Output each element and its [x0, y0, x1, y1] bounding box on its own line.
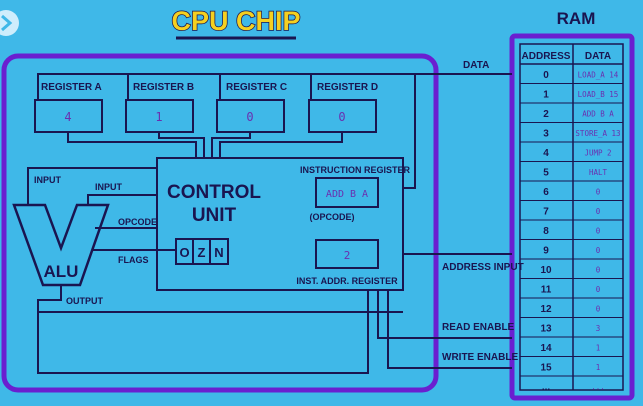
ram-address-cell: 9	[543, 246, 549, 257]
register-a-label: REGISTER A	[41, 82, 102, 93]
ram-table-frame	[519, 43, 624, 391]
alu-wires	[27, 167, 403, 374]
ram-data-cell: LOAD_A 14	[578, 71, 619, 80]
alu-label: ALU	[44, 262, 79, 281]
register-b-value: 1	[155, 110, 162, 124]
ram-title: RAM	[557, 9, 596, 28]
instruction-register-label: INSTRUCTION REGISTER	[300, 165, 411, 175]
ram-data-cell: 0	[596, 207, 601, 216]
register-bus-wires	[37, 73, 512, 189]
alu-output-label: OUTPUT	[66, 296, 104, 306]
ram-address-cell: 13	[540, 324, 552, 335]
register-c-value: 0	[246, 110, 253, 124]
ram-col-address: ADDRESS	[522, 51, 571, 62]
ram-data-cell: 1	[596, 363, 601, 372]
read-enable-label: READ ENABLE	[442, 322, 515, 333]
ram-address-cell: 5	[543, 168, 549, 179]
cpu-chip-title: CPU CHIP	[171, 6, 300, 36]
ram-address-cell: 6	[543, 187, 549, 198]
control-unit-line1: CONTROL	[167, 182, 261, 203]
ram-data-cell: HALT	[589, 168, 608, 177]
register-d-label: REGISTER D	[317, 82, 378, 93]
ram-data-cell: 0	[596, 305, 601, 314]
ram-data-cell: 0	[596, 227, 601, 236]
opcode-sublabel: (OPCODE)	[310, 212, 355, 222]
inst-addr-register-box	[315, 239, 379, 269]
data-bus-label: DATA	[463, 60, 489, 71]
register-d-value: 0	[338, 110, 345, 124]
ram-data-cell: 0	[596, 266, 601, 275]
flag-n: N	[214, 245, 223, 260]
control-unit-line2: UNIT	[192, 205, 237, 226]
ram-address-cell: 12	[540, 304, 552, 315]
inst-addr-register-label: INST. ADDR. REGISTER	[296, 276, 398, 286]
ram-data-cell: 0	[596, 285, 601, 294]
ram-data-cell: ...	[591, 383, 605, 392]
ram-rows: 0 LOAD_A 14 1 LOAD_B 15 2 ADD B A 3 STORE_A 13 4…	[520, 70, 623, 393]
ram-data-cell: LOAD_B 15	[578, 90, 619, 99]
ram-address-cell: 14	[540, 343, 552, 354]
cpu-chip-border	[1, 53, 439, 393]
flag-z: Z	[198, 245, 206, 260]
address-input-label: ADDRESS INPUT	[442, 262, 524, 273]
ram-address-cell: 11	[541, 285, 552, 296]
ram-address-cell: ...	[542, 382, 551, 393]
write-enable-label: WRITE ENABLE	[442, 352, 518, 363]
flags-register: O Z N	[175, 238, 229, 265]
logo-icon	[0, 10, 19, 36]
inst-addr-register-value: 2	[344, 249, 351, 262]
ram-address-cell: 3	[543, 129, 549, 140]
ram-data-cell: 0	[596, 246, 601, 255]
alu-flags-label: FLAGS	[118, 255, 149, 265]
ram-data-cell: 1	[596, 344, 601, 353]
ram-col-data: DATA	[585, 51, 611, 62]
ram-data-cell: ADD B A	[582, 110, 614, 119]
ram-address-cell: 2	[543, 109, 549, 120]
ram-address-cell: 1	[543, 90, 549, 101]
ram-address-cell: 0	[543, 70, 549, 81]
control-unit-box	[156, 157, 404, 291]
registers: REGISTER A 4 REGISTER B 1 REGISTER C 0 R…	[34, 82, 378, 133]
alu-opcode-label: OPCODE	[118, 217, 157, 227]
ram-control-wires	[377, 253, 512, 369]
ram-data-cell: JUMP 2	[584, 149, 611, 158]
register-b-label: REGISTER B	[133, 82, 194, 93]
ram-address-cell: 7	[543, 207, 549, 218]
ram-address-cell: 15	[540, 363, 552, 374]
ram-data-cell: 3	[596, 324, 601, 333]
ram-address-cell: 10	[540, 265, 552, 276]
instruction-register-value: ADD B A	[326, 189, 368, 200]
register-a-value: 4	[64, 110, 71, 124]
ram-data-cell: 0	[596, 188, 601, 197]
flag-o: O	[179, 245, 189, 260]
alu-input2-label: INPUT	[95, 182, 123, 192]
ram-address-cell: 8	[543, 226, 549, 237]
ram-border	[509, 33, 635, 401]
alu: ALU	[12, 203, 110, 287]
ram-data-cell: STORE_A 13	[575, 129, 620, 138]
instruction-register-box	[315, 177, 379, 208]
alu-input1-label: INPUT	[34, 175, 62, 185]
ram-address-cell: 4	[543, 148, 549, 159]
register-c-label: REGISTER C	[226, 82, 287, 93]
